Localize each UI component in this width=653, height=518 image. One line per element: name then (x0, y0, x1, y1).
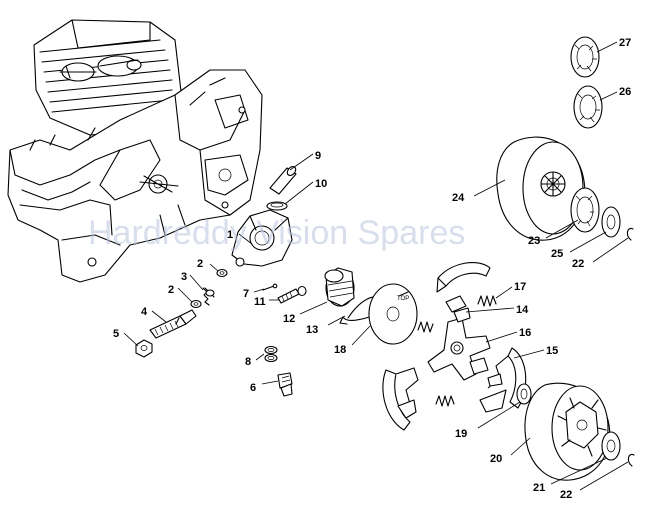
oil-pump-housing (231, 209, 293, 267)
watermark: Hardreddy Vision Spares (88, 214, 465, 252)
washer-2-lower (190, 299, 202, 309)
label-24: 24 (452, 192, 465, 204)
washer-25 (601, 206, 621, 238)
label-18: 18 (334, 344, 346, 356)
drive-disc: TOP (368, 283, 418, 345)
tag-text: TOP (397, 296, 409, 302)
label-27: 27 (619, 37, 631, 49)
label-14: 14 (516, 304, 529, 316)
o-rings (264, 345, 278, 363)
label-2a: 2 (197, 258, 203, 270)
clutch-shoe-upper (436, 262, 491, 293)
label-1: 1 (227, 229, 233, 241)
spring-small (417, 321, 434, 333)
clutch-shoe-left (382, 367, 419, 431)
label-22b: 22 (560, 489, 572, 501)
label-25: 25 (551, 248, 563, 260)
rim-sprocket (570, 187, 600, 233)
pin-7 (262, 283, 278, 291)
clutch-weights (445, 295, 503, 387)
label-10: 10 (315, 178, 327, 190)
clutch-carrier (427, 317, 491, 381)
crankcase-body (7, 69, 263, 283)
engine-crankcase (7, 19, 263, 283)
adjusting-screw (149, 309, 197, 339)
seal-ring (266, 201, 288, 211)
rim-sprocket-27 (570, 36, 600, 78)
label-6: 6 (250, 382, 256, 394)
clutch-spring-lower (435, 395, 455, 407)
e-clip-lower (627, 453, 635, 467)
label-13: 13 (306, 324, 318, 336)
label-8: 8 (245, 356, 251, 368)
label-17: 17 (514, 281, 526, 293)
label-4: 4 (141, 306, 148, 318)
washer-2-upper (216, 268, 228, 278)
label-21: 21 (533, 482, 545, 494)
label-22a: 22 (572, 258, 584, 270)
oil-hose (269, 166, 297, 195)
label-12: 12 (283, 313, 295, 325)
hex-nut (135, 339, 153, 358)
clutch-drum-upper (496, 136, 586, 241)
label-16: 16 (519, 327, 531, 339)
worm-gear (324, 267, 355, 307)
e-clip-upper (626, 227, 634, 241)
needle-bearing (516, 383, 532, 405)
label-7: 7 (243, 288, 249, 300)
label-9: 9 (315, 150, 321, 162)
label-11: 11 (254, 296, 266, 308)
washer-21 (601, 431, 621, 461)
cylinder-head (33, 19, 183, 136)
label-19: 19 (455, 428, 467, 440)
fitting-6 (277, 372, 293, 397)
label-23: 23 (528, 235, 540, 247)
label-3: 3 (181, 271, 187, 283)
clutch-spring-upper (477, 295, 497, 307)
label-15: 15 (546, 345, 558, 357)
label-5: 5 (113, 328, 119, 340)
clutch-drum-rim (524, 382, 611, 481)
screw-11 (277, 285, 307, 304)
part-labels: 1 2 3 2 4 5 6 7 8 9 10 11 12 13 14 15 16… (113, 37, 631, 501)
label-2b: 2 (168, 284, 174, 296)
spring-3 (202, 287, 215, 306)
label-26: 26 (619, 86, 631, 98)
label-20: 20 (490, 453, 502, 465)
rim-sprocket-26 (573, 85, 603, 129)
leader-lines (123, 41, 629, 491)
